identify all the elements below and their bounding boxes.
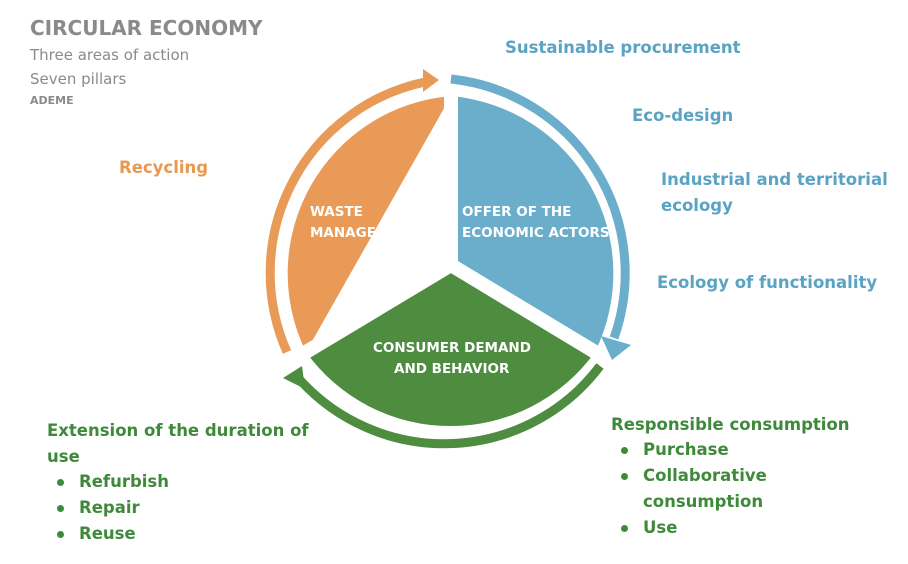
- orange-arrowhead: [423, 69, 439, 92]
- list-item-reuse: Reuse: [47, 521, 169, 547]
- pillar-responsible-consumption: Responsible consumption: [611, 415, 850, 434]
- pillar-sustainable-procurement: Sustainable procurement: [505, 38, 741, 57]
- segment-separators: [292, 85, 609, 365]
- list-item-collaborative: Collaborative: [611, 463, 767, 489]
- pillar-industrial-ecology-line2: ecology: [661, 196, 733, 215]
- subtitle-pillars: Seven pillars: [30, 70, 127, 88]
- page-title: CIRCULAR ECONOMY: [30, 16, 263, 40]
- list-item-refurbish: Refurbish: [47, 469, 169, 495]
- offer-label-line1: OFFER OF THE: [462, 204, 571, 220]
- blue-arrowhead: [601, 336, 631, 360]
- pillar-extension-line2: use: [47, 447, 80, 466]
- green-arrowhead: [283, 366, 305, 389]
- list-item-use: Use: [611, 515, 767, 541]
- extension-list: Refurbish Repair Reuse: [47, 469, 169, 547]
- pillar-recycling: Recycling: [119, 158, 209, 177]
- green-arc-arrow: [296, 363, 604, 449]
- pillar-extension-line1: Extension of the duration of: [47, 421, 309, 440]
- offer-label-line2: ECONOMIC ACTORS: [462, 225, 610, 241]
- orange-arc-arrow: [265, 77, 426, 354]
- pillar-eco-design: Eco-design: [632, 106, 734, 125]
- segment-waste: [287, 96, 451, 352]
- waste-label-line1: WASTE: [310, 204, 363, 220]
- pillar-industrial-ecology-line1: Industrial and territorial: [661, 170, 888, 189]
- responsible-list: Purchase Collaborative consumption Use: [611, 437, 767, 541]
- blue-arc-arrow: [450, 74, 630, 340]
- demand-label-line2: AND BEHAVIOR: [394, 361, 510, 377]
- demand-label-line1: CONSUMER DEMAND: [373, 340, 531, 356]
- segment-demand: [306, 265, 595, 427]
- list-item-repair: Repair: [47, 495, 169, 521]
- pillar-ecology-of-functionality: Ecology of functionality: [657, 273, 878, 292]
- list-item-consumption-continued: consumption: [643, 492, 764, 511]
- source-label: ADEME: [30, 94, 74, 107]
- subtitle-areas: Three areas of action: [30, 46, 190, 64]
- waste-label-line2: MANAGEMENT: [310, 225, 420, 241]
- list-item-purchase: Purchase: [611, 437, 767, 463]
